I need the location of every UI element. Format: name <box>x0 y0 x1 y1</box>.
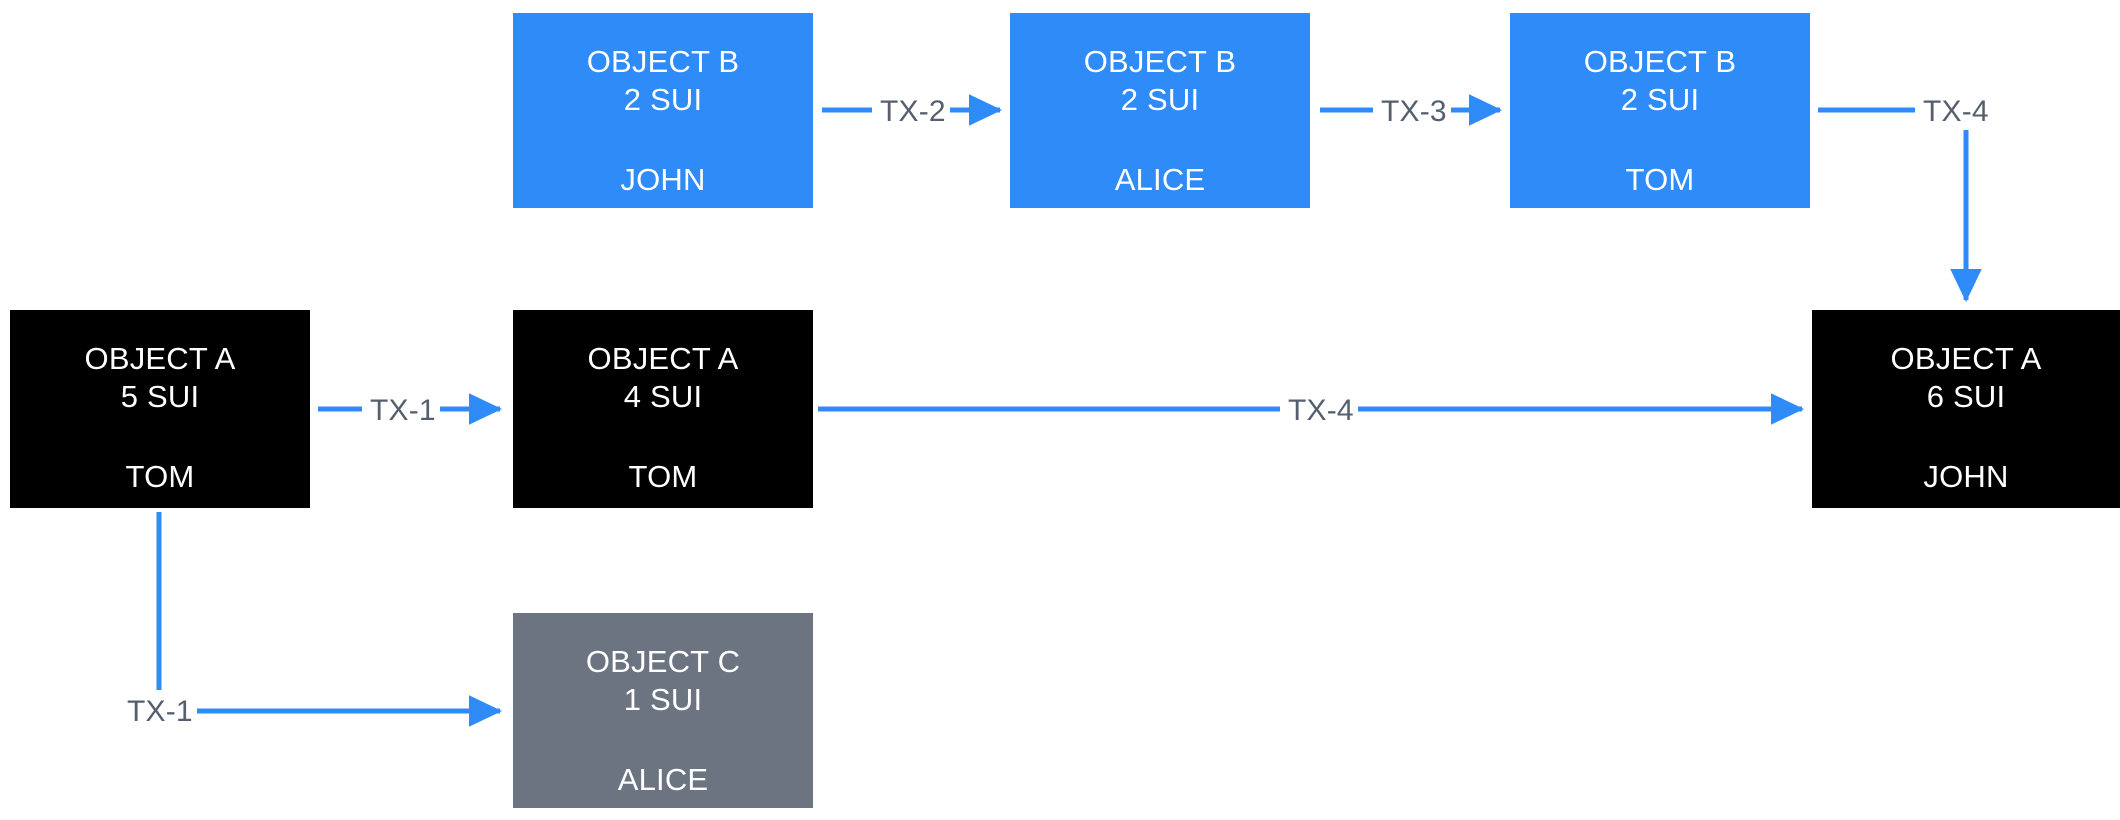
node-object-a-5sui-tom[interactable]: OBJECT A 5 SUI TOM <box>10 310 310 508</box>
node-object-c-1sui-alice[interactable]: OBJECT C 1 SUI ALICE <box>513 613 813 808</box>
node-amount: 1 SUI <box>623 682 703 718</box>
edge-label-tx2: TX-2 <box>876 94 950 130</box>
node-owner: TOM <box>125 458 195 494</box>
edge-label-tx4-object-b-tom: TX-4 <box>1919 94 1993 130</box>
node-owner: ALICE <box>1114 161 1206 197</box>
node-owner: ALICE <box>617 761 709 797</box>
node-owner: TOM <box>1625 161 1695 197</box>
node-amount: 2 SUI <box>623 82 703 118</box>
edge-label-tx4-object-a: TX-4 <box>1284 393 1358 429</box>
edge-label-tx3: TX-3 <box>1377 94 1451 130</box>
node-amount: 6 SUI <box>1926 379 2006 415</box>
node-title: OBJECT C <box>585 644 741 679</box>
node-amount: 5 SUI <box>120 379 200 415</box>
node-title: OBJECT B <box>586 44 740 79</box>
node-owner: JOHN <box>620 161 706 197</box>
node-owner: TOM <box>628 458 698 494</box>
node-amount: 2 SUI <box>1120 82 1200 118</box>
edge-label-tx1-object-c: TX-1 <box>123 694 197 730</box>
node-object-a-4sui-tom[interactable]: OBJECT A 4 SUI TOM <box>513 310 813 508</box>
node-amount: 4 SUI <box>623 379 703 415</box>
node-title: OBJECT B <box>1583 44 1737 79</box>
node-object-b-john[interactable]: OBJECT B 2 SUI JOHN <box>513 13 813 208</box>
node-title: OBJECT B <box>1083 44 1237 79</box>
node-title: OBJECT A <box>587 341 739 376</box>
node-title: OBJECT A <box>84 341 236 376</box>
edge-label-tx1-object-a: TX-1 <box>366 393 440 429</box>
edge-tx4-from-object-b-tom <box>1818 107 1982 303</box>
edge-tx1-to-object-c <box>156 512 503 727</box>
node-amount: 2 SUI <box>1620 82 1700 118</box>
node-title: OBJECT A <box>1890 341 2042 376</box>
node-object-b-alice[interactable]: OBJECT B 2 SUI ALICE <box>1010 13 1310 208</box>
node-owner: JOHN <box>1923 458 2009 494</box>
node-object-a-6sui-john[interactable]: OBJECT A 6 SUI JOHN <box>1812 310 2120 508</box>
node-object-b-tom[interactable]: OBJECT B 2 SUI TOM <box>1510 13 1810 208</box>
